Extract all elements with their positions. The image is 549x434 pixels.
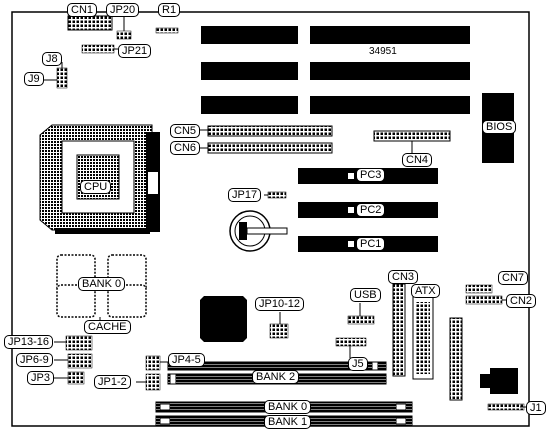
label-cn6: CN6 — [170, 141, 201, 155]
jp20-pins — [116, 30, 132, 40]
jp1-2-pins — [145, 373, 161, 391]
aux-connector — [449, 317, 463, 401]
label-jp13-16: JP13-16 — [4, 335, 53, 349]
label-cn4: CN4 — [402, 153, 433, 167]
jp10-12-pins — [269, 323, 289, 339]
label-cpu: CPU — [80, 180, 112, 194]
label-pc1: PC1 — [356, 237, 386, 251]
cn6-connector — [207, 142, 333, 154]
cn1-header — [67, 15, 113, 31]
label-jp6-9: JP6-9 — [16, 353, 53, 367]
cn7-header — [465, 284, 493, 294]
label-board-number: 34951 — [369, 46, 397, 57]
label-cn7: CN7 — [498, 271, 529, 285]
label-cn5: CN5 — [170, 124, 201, 138]
jp4-5-pins — [145, 355, 161, 371]
label-cn1: CN1 — [67, 3, 98, 17]
label-j5: J5 — [348, 357, 368, 371]
label-jp4-5: JP4-5 — [168, 353, 205, 367]
label-cache: CACHE — [84, 320, 131, 334]
label-j9: J9 — [24, 72, 44, 86]
label-j1: J1 — [526, 401, 546, 415]
isa-slots — [201, 26, 470, 114]
j8-j9-pins — [56, 67, 68, 89]
label-cn3: CN3 — [388, 270, 419, 284]
j1-pins — [487, 403, 525, 411]
label-jp3: JP3 — [27, 371, 54, 385]
label-jp21: JP21 — [118, 44, 152, 58]
label-jp17: JP17 — [228, 188, 262, 202]
jp21-pins — [81, 44, 115, 54]
atx-connector — [412, 296, 434, 380]
label-bank2: BANK 2 — [252, 370, 300, 384]
jp6-9-pins — [67, 353, 93, 369]
cn5-connector — [207, 125, 333, 137]
usb-header — [347, 315, 375, 325]
cn3-connector — [392, 283, 406, 377]
jp17-pins — [267, 191, 287, 199]
label-amp: AMP — [150, 140, 161, 162]
j5-header — [335, 337, 367, 347]
cpu-socket — [39, 124, 153, 234]
jp13-16-pins — [65, 335, 93, 351]
label-cn2: CN2 — [506, 294, 537, 308]
label-bank1: BANK 1 — [264, 415, 312, 429]
cn2-header — [465, 295, 503, 305]
label-r1: R1 — [158, 3, 181, 17]
jp3-pins — [67, 371, 85, 385]
label-bios: BIOS — [482, 120, 517, 134]
label-pc2: PC2 — [356, 203, 386, 217]
r1-pins — [155, 27, 179, 34]
label-bank0: BANK 0 — [264, 400, 312, 414]
label-j8: J8 — [42, 52, 62, 66]
label-atx: ATX — [411, 284, 440, 298]
label-bank0-cache: BANK 0 — [78, 277, 126, 291]
battery — [229, 210, 288, 252]
chipset — [200, 296, 247, 342]
cn4-connector — [373, 130, 451, 142]
label-jp10-12: JP10-12 — [255, 297, 304, 311]
label-usb: USB — [350, 288, 381, 302]
keyboard-connector — [480, 368, 518, 394]
label-jp20: JP20 — [106, 3, 140, 17]
label-jp1-2: JP1-2 — [94, 375, 131, 389]
label-pc3: PC3 — [356, 168, 386, 182]
